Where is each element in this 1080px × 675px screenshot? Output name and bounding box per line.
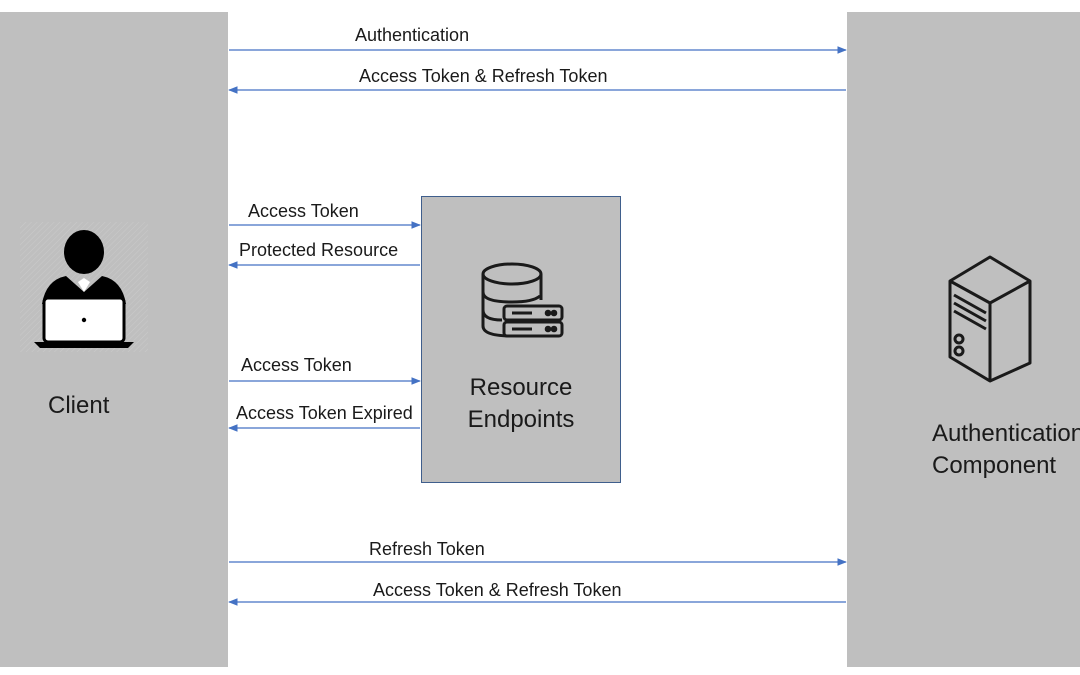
resource-endpoints-box (421, 196, 621, 483)
client-label: Client (48, 392, 110, 419)
message-label-refresh-token: Refresh Token (369, 539, 485, 559)
message-label-access-token-2: Access Token (241, 355, 352, 375)
user-laptop-icon (20, 222, 148, 352)
message-label-access-token-expired: Access Token Expired (236, 403, 413, 423)
message-label-access-token-1: Access Token (248, 201, 359, 221)
message-label-access-refresh-token-1: Access Token & Refresh Token (359, 66, 608, 86)
message-label-authentication: Authentication (355, 25, 470, 45)
message-label-protected-resource: Protected Resource (239, 240, 399, 260)
database-server-icon (481, 262, 564, 338)
server-tower-icon (948, 255, 1032, 383)
message-label-access-refresh-token-2: Access Token & Refresh Token (373, 580, 622, 600)
